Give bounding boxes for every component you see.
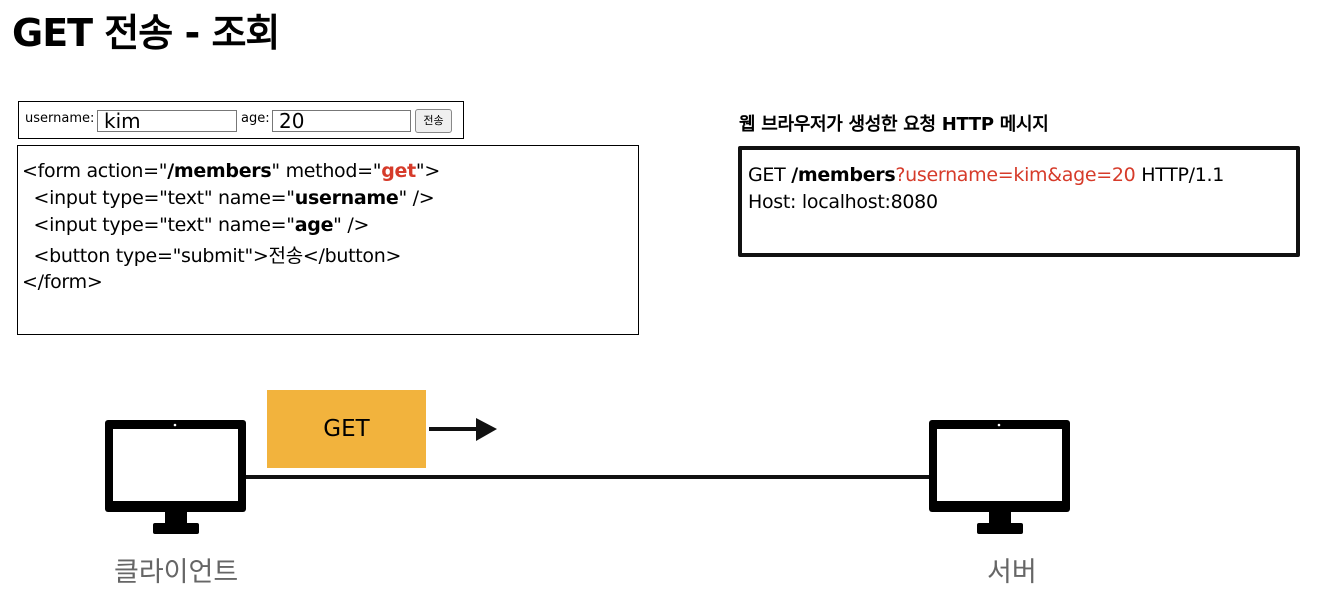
http-message-box: GET /members?username=kim&age=20 HTTP/1.… xyxy=(738,146,1300,257)
http-host-line: Host: localhost:8080 xyxy=(748,191,938,213)
username-label: username: xyxy=(25,111,95,126)
code-line-form-close: </form> xyxy=(22,271,103,293)
request-arrow-head xyxy=(476,418,497,441)
method-get-box: GET xyxy=(267,390,426,468)
client-monitor-icon xyxy=(105,420,246,534)
age-input[interactable]: 20 xyxy=(272,110,411,132)
submit-button[interactable]: 전송 xyxy=(415,109,452,133)
http-message-heading: 웹 브라우저가 생성한 요청 HTTP 메시지 xyxy=(739,114,1049,135)
username-input[interactable]: kim xyxy=(97,110,237,132)
server-label: 서버 xyxy=(987,557,1037,588)
http-request-line: GET /members?username=kim&age=20 HTTP/1.… xyxy=(748,164,1225,186)
form-preview: username: kim age: 20 전송 xyxy=(18,101,464,139)
client-label: 클라이언트 xyxy=(114,557,239,588)
page-title: GET 전송 - 조회 xyxy=(12,11,280,55)
code-line-button: <button type="submit">전송</button> xyxy=(22,245,402,267)
code-line-username-input: <input type="text" name="username" /> xyxy=(22,187,435,209)
server-monitor-icon xyxy=(929,420,1070,534)
code-box: <form action="/members" method="get"> <i… xyxy=(17,145,639,335)
code-line-form-open: <form action="/members" method="get"> xyxy=(22,160,440,182)
code-line-age-input: <input type="text" name="age" /> xyxy=(22,214,370,236)
age-label: age: xyxy=(241,111,270,126)
